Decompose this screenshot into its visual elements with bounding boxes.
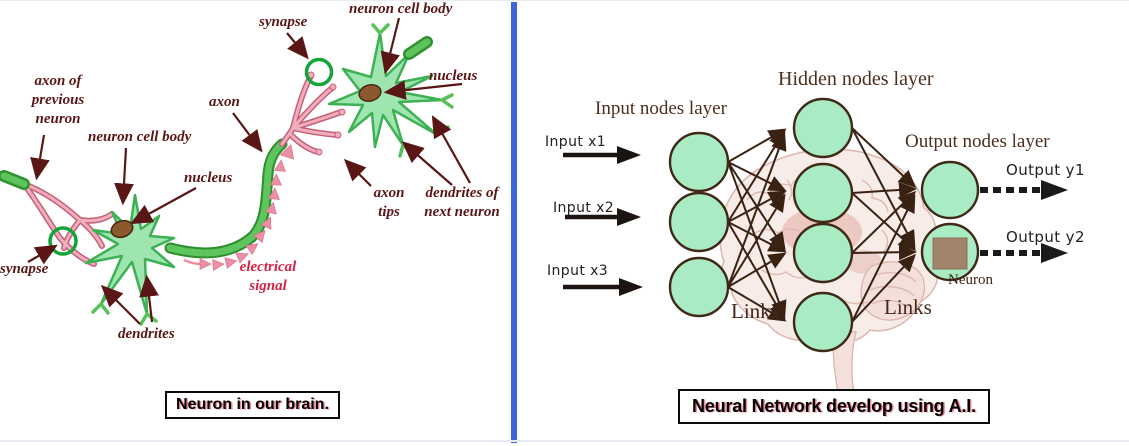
input-node-1 (668, 131, 730, 193)
label-synapse-top: synapse (259, 14, 308, 30)
left-caption: Neuron in our brain. (165, 391, 340, 419)
biological-neuron-illustration (0, 17, 471, 326)
input-node-2 (668, 191, 730, 253)
links-label-right: Links (884, 295, 932, 319)
links-hidden-output (851, 127, 917, 323)
input-x1-label: Input x1 (545, 134, 607, 150)
label-electrical-signal: electrical signal (239, 259, 297, 295)
hidden-node-2 (792, 162, 854, 224)
label-nucleus-2: nucleus (429, 68, 478, 84)
nucleus-2-shape (358, 84, 382, 102)
neuron-cell-body-1 (84, 193, 176, 326)
label-nucleus-1: nucleus (184, 170, 233, 186)
input-layer-title: Input nodes layer (595, 98, 727, 119)
panel-divider-line (511, 2, 517, 443)
output-node-1 (920, 160, 980, 220)
neuron-square-marker (932, 237, 968, 270)
label-dendrites: dendrites (118, 326, 175, 342)
bottom-hairline (0, 440, 1129, 442)
label-synapse-bottom: synapse (0, 261, 49, 277)
output-layer-title: Output nodes layer (905, 131, 1050, 152)
label-axon: axon (209, 94, 240, 110)
links-input-hidden (727, 128, 787, 322)
label-neuron-cell-body-1: neuron cell body (88, 129, 192, 145)
links-label-left: Links (731, 299, 779, 323)
synapse-ring-bottom (48, 226, 78, 256)
annotation-arrows (27, 17, 471, 325)
nucleus-1-shape (110, 219, 134, 239)
output-y1-label: Output y1 (1006, 161, 1085, 179)
label-axon-of-previous-neuron: axon of previous neuron (31, 73, 85, 128)
hidden-node-4 (792, 291, 854, 353)
input-arrows (563, 146, 643, 296)
electrical-signal-arrows (183, 144, 295, 271)
input-x3-label: Input x3 (547, 263, 609, 279)
right-caption: Neural Network develop using A.I. (678, 389, 990, 424)
hidden-node-3 (792, 222, 854, 284)
output-arrows (980, 180, 1068, 263)
hidden-layer-title: Hidden nodes layer (778, 68, 934, 90)
neuron-cell-body-2 (327, 23, 454, 158)
label-dendrites-of-next-neuron: dendrites of next neuron (424, 185, 500, 221)
output-y2-label: Output y2 (1006, 228, 1085, 246)
top-hairline (0, 0, 1129, 1)
axon-shape (164, 138, 288, 259)
hidden-node-1 (792, 97, 854, 159)
input-x2-label: Input x2 (553, 200, 615, 216)
label-neuron-cell-body-2: neuron cell body (349, 1, 453, 17)
input-node-3 (668, 256, 730, 318)
synapse-ring-top (304, 57, 334, 87)
neuron-square-label: Neuron (948, 272, 993, 288)
previous-neuron-axon-terminal (0, 170, 115, 267)
label-axon-tips: axon tips (373, 185, 405, 221)
neural-network-illustration (563, 97, 1068, 393)
